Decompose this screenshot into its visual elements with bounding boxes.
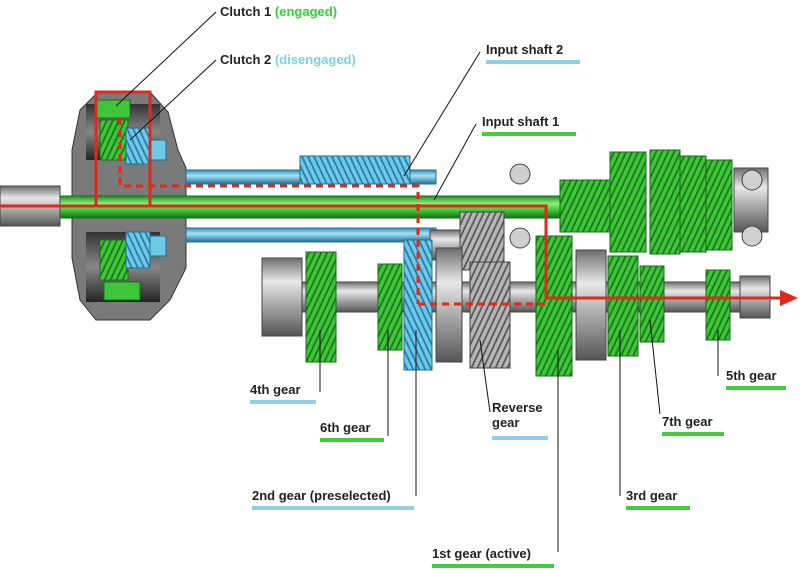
power-flow-active [0,90,798,306]
leader-lines [115,11,719,552]
label-input-shaft-1: Input shaft 1 [482,114,560,129]
label-gear-7: 7th gear [662,414,713,429]
label-clutch-2-name: Clutch 2 [220,52,272,67]
label-gear-2: 2nd gear (preselected) [252,488,391,503]
label-gear-6: 6th gear [320,420,371,435]
input-shaft-2 [185,155,437,243]
underline-input-shaft-1 [482,132,576,136]
gear-1 [535,235,573,377]
label-input-shaft-2: Input shaft 2 [486,42,564,57]
label-reverse-line-1: Reverse [492,400,543,415]
label-gear-1: 1st gear (active) [432,546,531,561]
label-gear-3: 3rd gear [626,488,678,503]
upper-gear-cluster [509,149,769,255]
label-clutch-2: Clutch 2 (disengaged) [220,52,356,67]
gear-4 [305,251,337,363]
underline-gear-5 [726,386,786,390]
underline-input-shaft-2 [486,60,580,64]
label-reverse-gear: Reverse gear [492,400,552,430]
label-clutch-1-state: (engaged) [274,4,338,19]
power-flow-preselected [118,118,546,306]
reverse-idler-block [429,211,505,271]
label-clutch-1-name: Clutch 1 [220,4,272,19]
underline-gear-3 [626,506,690,510]
clutch-2-plates [125,127,167,269]
label-reverse-line-2: gear [492,415,520,430]
label-gear-5: 5th gear [726,368,777,383]
lower-gears [305,235,731,377]
underline-gear-4 [250,400,316,404]
label-clutch-2-state: (disengaged) [274,52,356,67]
gear-6 [377,263,403,351]
label-gear-4: 4th gear [250,382,301,397]
underline-gear-1 [432,564,554,568]
synchro-1-3 [575,249,607,361]
underline-gear-2 [252,506,414,510]
label-clutch-1: Clutch 1 (engaged) [220,4,337,19]
gear-5 [705,269,731,341]
gear-3 [607,255,639,357]
power-flow-arrow-icon [780,290,798,306]
underline-gear-7 [662,432,724,436]
clutch-1-plates [95,99,141,301]
underline-gear-6 [320,438,384,442]
underline-reverse [492,436,548,440]
gear-reverse [469,261,511,369]
gear-7 [639,265,665,343]
